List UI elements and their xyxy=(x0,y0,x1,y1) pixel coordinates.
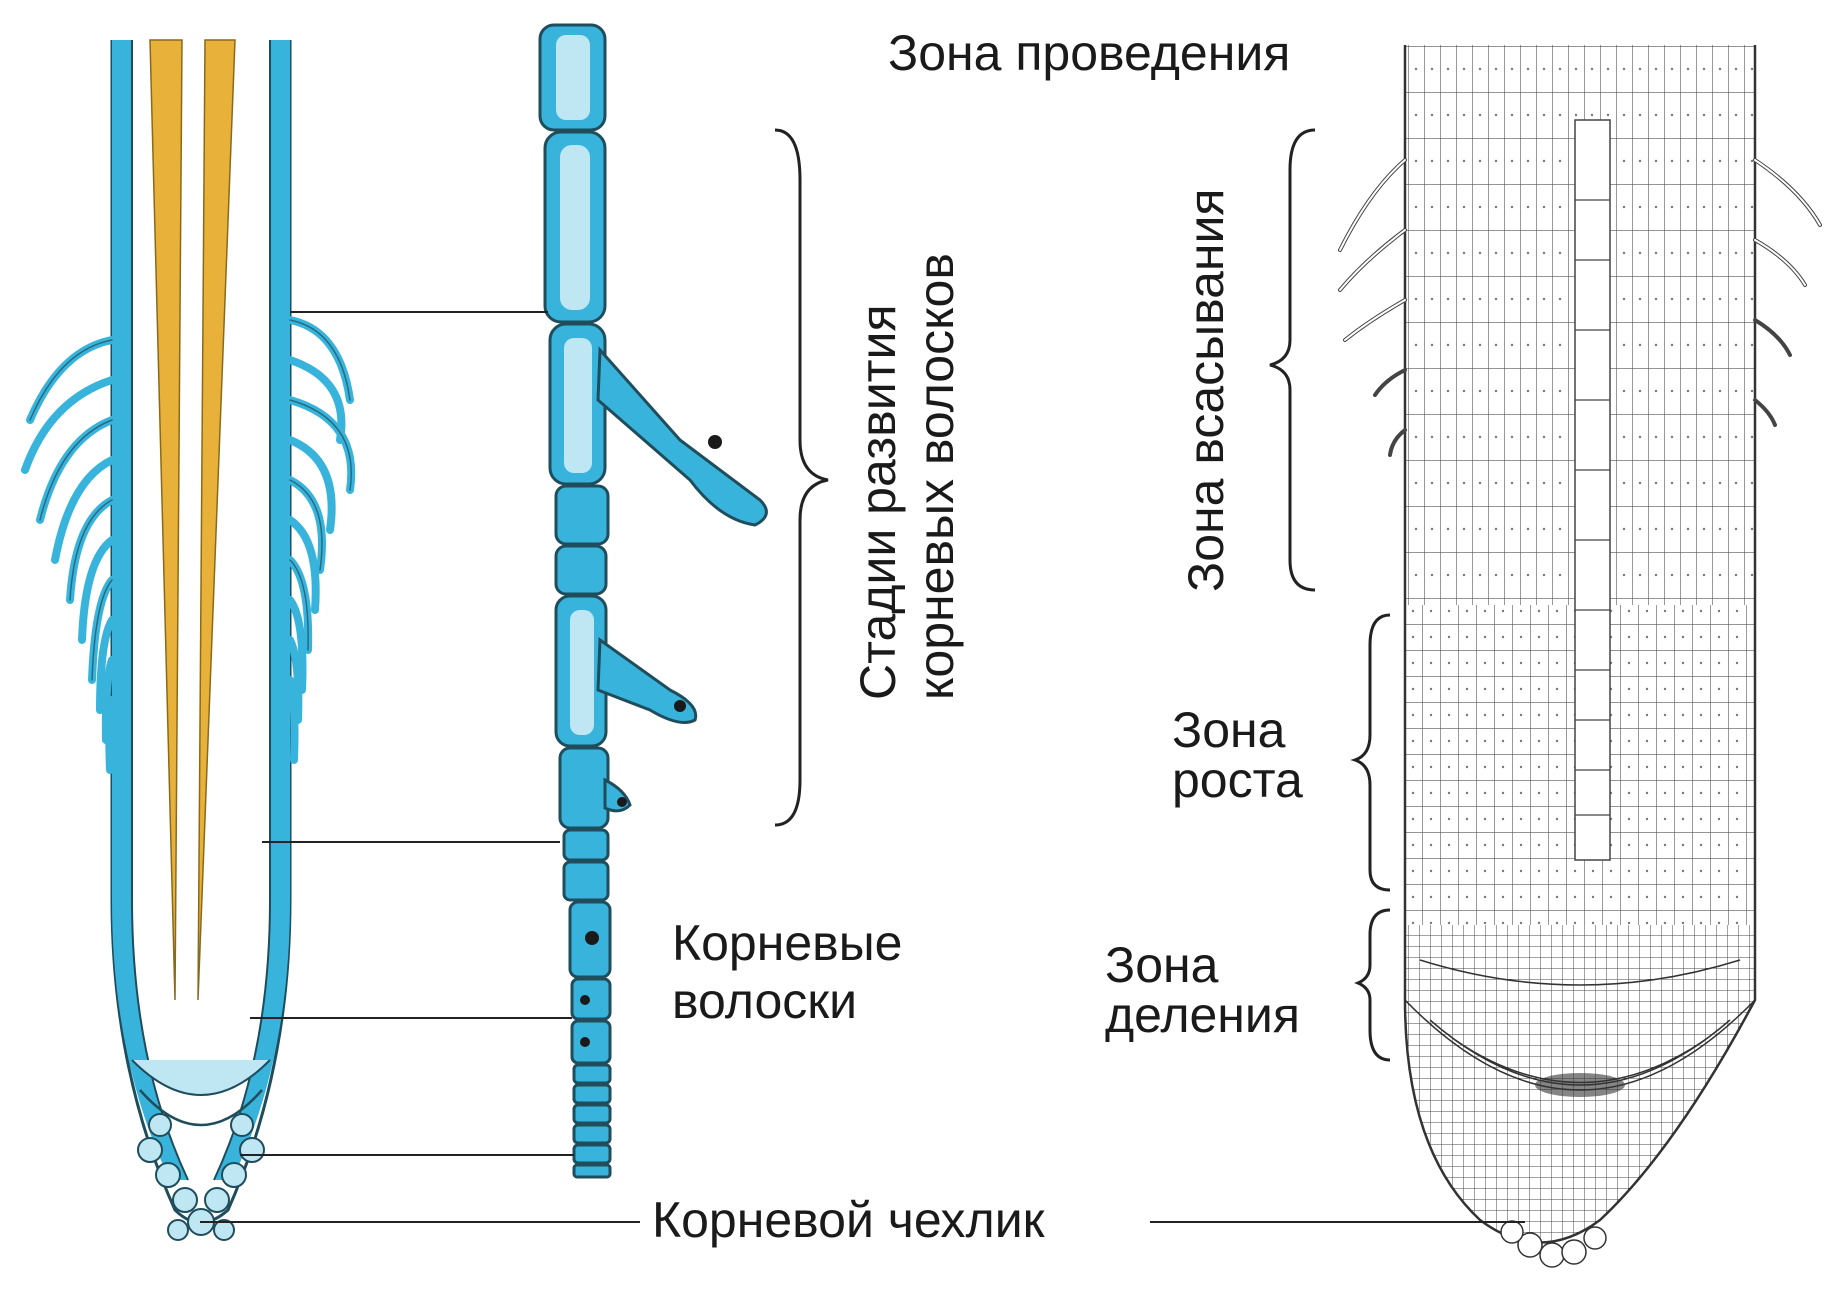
division-zone-brace xyxy=(1358,910,1390,1060)
right-root-micrograph xyxy=(1340,45,1820,1267)
root-hairs-label-line1: Корневые xyxy=(672,915,902,973)
conduction-zone-label: Зона проведения xyxy=(888,28,1290,78)
absorption-zone-brace xyxy=(1270,130,1315,590)
root-hairs-label: Корневые волоски xyxy=(672,915,902,1030)
root-hair-stages-label-line2: корневых волосков xyxy=(908,253,966,700)
root-hair-stages-label: Стадии развития корневых волосков xyxy=(850,253,965,700)
root-hairs-label-line2: волоски xyxy=(672,973,902,1031)
root-hair-stages-label-line1: Стадии развития xyxy=(850,253,908,700)
root-hair-stages-brace xyxy=(775,130,828,825)
growth-zone-label: Зона роста xyxy=(1172,705,1303,805)
growth-zone-label-line1: Зона xyxy=(1172,705,1303,755)
division-zone-label: Зона деления xyxy=(1105,940,1300,1040)
division-zone-label-line2: деления xyxy=(1105,990,1300,1040)
absorption-zone-label: Зона всасывания xyxy=(1178,189,1236,593)
root-cap-label: Корневой чехлик xyxy=(652,1195,1045,1245)
growth-zone-label-line2: роста xyxy=(1172,755,1303,805)
growth-zone-brace xyxy=(1355,615,1390,890)
left-root-illustration xyxy=(25,40,351,1240)
division-zone-label-line1: Зона xyxy=(1105,940,1300,990)
